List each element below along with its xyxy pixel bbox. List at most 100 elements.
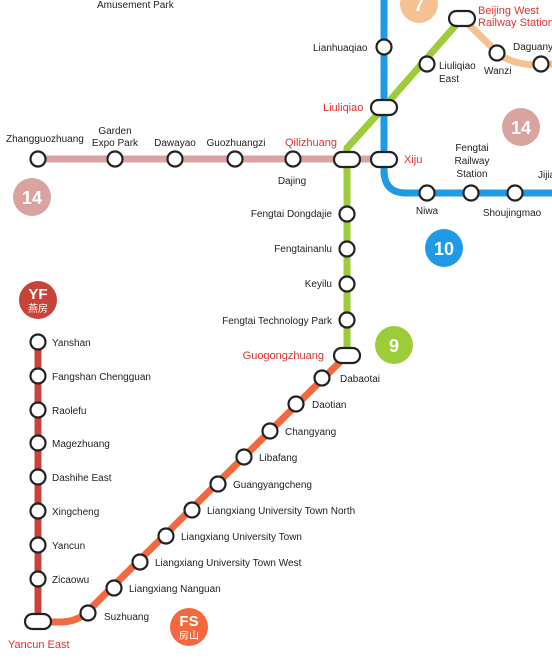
label-fengtai-dongdajie: Fengtai Dongdajie bbox=[251, 209, 333, 220]
line-yf-badge: YF 燕房 bbox=[19, 281, 57, 319]
station-garden-expo-park[interactable] bbox=[106, 150, 124, 168]
line-yf-badge-cn: 燕房 bbox=[28, 302, 48, 315]
label-fengtainanlu: Fengtainanlu bbox=[274, 244, 332, 255]
station-guozhuangzi[interactable] bbox=[226, 150, 244, 168]
label-dawayao: Dawayao bbox=[154, 138, 196, 149]
label-fengtai-rs-1: Fengtai bbox=[455, 143, 488, 154]
station-magezhuang[interactable] bbox=[29, 434, 47, 452]
station-liangxiang-university-town[interactable] bbox=[157, 527, 175, 545]
line-14-badge-right: 14 bbox=[502, 108, 540, 146]
station-daotian[interactable] bbox=[287, 395, 305, 413]
label-zicaowu: Zicaowu bbox=[52, 575, 89, 586]
label-liuliqiao-east-2: East bbox=[439, 74, 459, 85]
label-qilizhuang: Qilizhuang bbox=[285, 137, 337, 149]
station-dajing[interactable] bbox=[284, 150, 302, 168]
label-changyang: Changyang bbox=[285, 427, 336, 438]
station-liuliqiao-east[interactable] bbox=[418, 55, 436, 73]
station-dabaotai[interactable] bbox=[313, 369, 331, 387]
label-xingcheng: Xingcheng bbox=[52, 507, 99, 518]
line-9-badge-text: 9 bbox=[389, 336, 399, 356]
label-yancun: Yancun bbox=[52, 541, 85, 552]
station-fangshan-chengguan[interactable] bbox=[29, 367, 47, 385]
label-amusement-park: Amusement Park bbox=[97, 0, 175, 11]
label-shoujingmao: Shoujingmao bbox=[483, 208, 542, 219]
station-liangxiang-nanguan[interactable] bbox=[105, 579, 123, 597]
line-14-badge-left-text: 14 bbox=[22, 188, 42, 208]
label-dajing: Dajing bbox=[278, 176, 306, 187]
label-garden-expo-2: Expo Park bbox=[92, 138, 139, 149]
station-wanzi[interactable] bbox=[488, 44, 506, 62]
label-jijia: Jijia bbox=[538, 170, 552, 181]
label-fangshan-chengguan: Fangshan Chengguan bbox=[52, 372, 151, 383]
station-zhangguozhuang[interactable] bbox=[29, 150, 47, 168]
line-10-track bbox=[380, 0, 552, 197]
station-liangxiang-university-town-west[interactable] bbox=[131, 553, 149, 571]
station-libafang[interactable] bbox=[235, 448, 253, 466]
station-shoujingmao[interactable] bbox=[506, 184, 524, 202]
label-yanshan: Yanshan bbox=[52, 338, 91, 349]
label-xiju: Xiju bbox=[404, 154, 422, 166]
station-yanshan[interactable] bbox=[29, 333, 47, 351]
station-yancun-east[interactable] bbox=[23, 612, 53, 631]
line-yf-badge-code: YF bbox=[28, 286, 47, 303]
label-suzhuang: Suzhuang bbox=[104, 612, 149, 623]
label-daguanying: Daguany bbox=[513, 42, 552, 53]
station-zicaowu[interactable] bbox=[29, 570, 47, 588]
station-guangyangcheng[interactable] bbox=[209, 475, 227, 493]
station-xingcheng[interactable] bbox=[29, 502, 47, 520]
station-fengtai-technology-park[interactable] bbox=[338, 311, 356, 329]
station-lianhuaqiao[interactable] bbox=[375, 38, 393, 56]
line-fs-badge-cn: 房山 bbox=[179, 629, 199, 642]
label-keyilu: Keyilu bbox=[305, 279, 332, 290]
station-suzhuang[interactable] bbox=[79, 604, 97, 622]
label-raolefu: Raolefu bbox=[52, 406, 86, 417]
station-beijing-west[interactable] bbox=[447, 9, 477, 28]
label-niwa: Niwa bbox=[416, 206, 439, 217]
station-raolefu[interactable] bbox=[29, 401, 47, 419]
station-keyilu[interactable] bbox=[338, 275, 356, 293]
label-magezhuang: Magezhuang bbox=[52, 439, 110, 450]
label-yancun-east: Yancun East bbox=[8, 639, 70, 651]
station-niwa[interactable] bbox=[418, 184, 436, 202]
line-10-badge-text: 10 bbox=[434, 239, 454, 259]
label-fengtai-rs-3: Station bbox=[456, 169, 487, 180]
station-dashihe-east[interactable] bbox=[29, 468, 47, 486]
label-garden-expo-1: Garden bbox=[98, 126, 131, 137]
station-qilizhuang[interactable] bbox=[332, 150, 362, 169]
station-fengtainanlu[interactable] bbox=[338, 240, 356, 258]
line-fs-badge-code: FS bbox=[179, 613, 198, 630]
label-lx-univ-north: Liangxiang University Town North bbox=[207, 506, 355, 517]
label-guangyangcheng: Guangyangcheng bbox=[233, 480, 312, 491]
station-xiju[interactable] bbox=[369, 150, 399, 169]
label-lx-univ-west: Liangxiang University Town West bbox=[155, 558, 302, 569]
label-dabaotai: Dabaotai bbox=[340, 374, 380, 385]
label-liuliqiao-east-1: Liuliqiao bbox=[439, 61, 476, 72]
line-9-badge: 9 bbox=[375, 326, 413, 364]
station-yancun[interactable] bbox=[29, 536, 47, 554]
label-dashihe-east: Dashihe East bbox=[52, 473, 112, 484]
line-14-badge-left: 14 bbox=[13, 178, 51, 216]
station-changyang[interactable] bbox=[261, 422, 279, 440]
line-7-badge-text: 7 bbox=[414, 0, 424, 15]
station-fengtai-dongdajie[interactable] bbox=[338, 205, 356, 223]
line-fs-badge: FS 房山 bbox=[170, 608, 208, 646]
station-daguanying[interactable] bbox=[532, 55, 550, 73]
station-fengtai-railway-station[interactable] bbox=[462, 184, 480, 202]
label-wanzi: Wanzi bbox=[484, 66, 511, 77]
label-beijing-west-2: Railway Station bbox=[478, 17, 552, 29]
label-fengtai-tech-park: Fengtai Technology Park bbox=[222, 316, 333, 327]
label-daotian: Daotian bbox=[312, 400, 346, 411]
line-7-badge: 7 bbox=[400, 0, 438, 23]
label-guozhuangzi: Guozhuangzi bbox=[207, 138, 266, 149]
station-liuliqiao[interactable] bbox=[369, 98, 399, 117]
station-liangxiang-university-town-north[interactable] bbox=[183, 501, 201, 519]
line-14-badge-right-text: 14 bbox=[511, 118, 531, 138]
label-guogongzhuang: Guogongzhuang bbox=[243, 350, 324, 362]
label-lianhuaqiao: Lianhuaqiao bbox=[313, 43, 368, 54]
line-10-badge: 10 bbox=[425, 229, 463, 267]
station-guogongzhuang[interactable] bbox=[332, 346, 362, 365]
label-zhangguozhuang: Zhangguozhuang bbox=[6, 134, 84, 145]
station-dawayao[interactable] bbox=[166, 150, 184, 168]
label-libafang: Libafang bbox=[259, 453, 297, 464]
